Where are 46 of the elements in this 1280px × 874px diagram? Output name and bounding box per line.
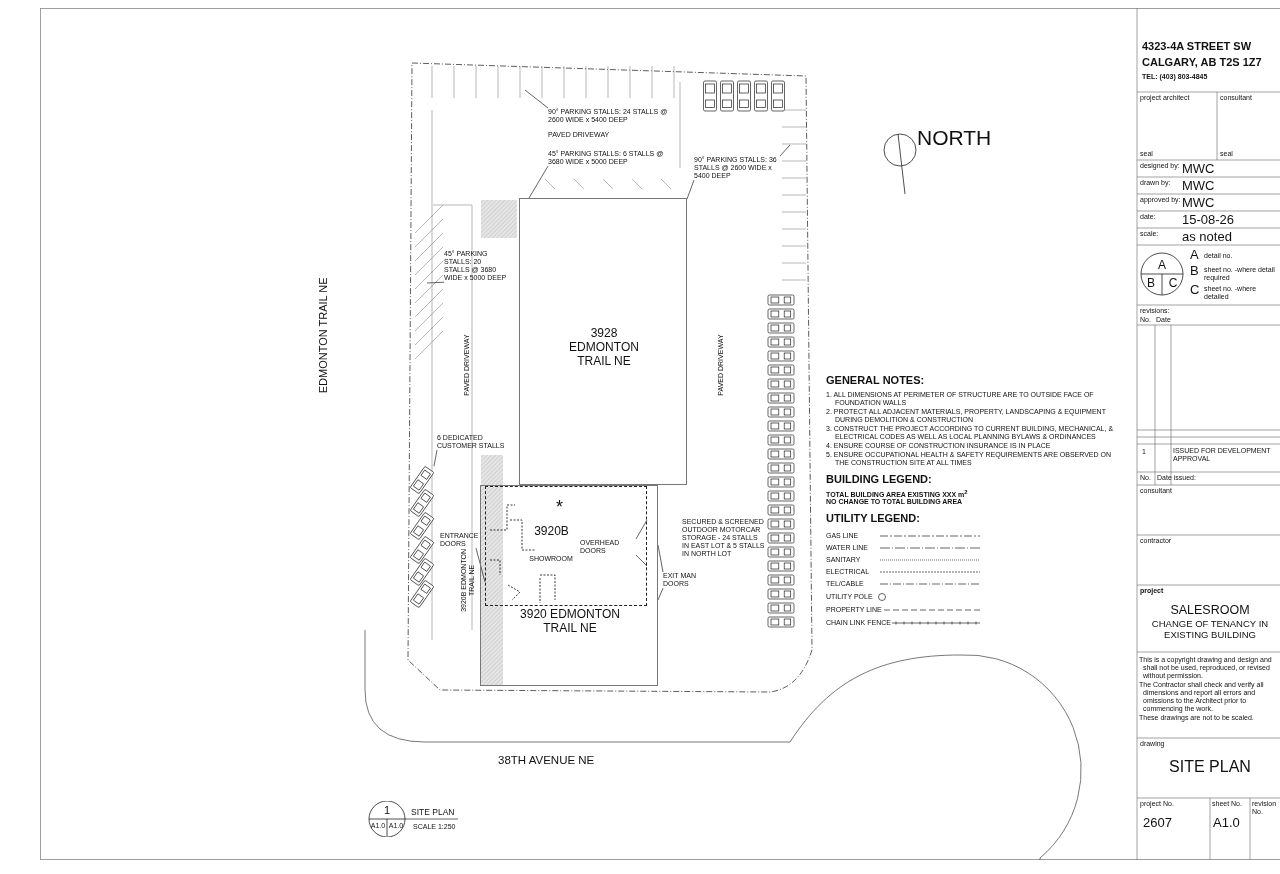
- label: C: [1190, 283, 1201, 298]
- leader-line: [524, 89, 549, 109]
- label: MWC: [1182, 196, 1216, 211]
- label: 2607: [1143, 816, 1173, 831]
- callout-text: B: [1146, 277, 1156, 291]
- section-heading: UTILITY LEGEND:: [826, 512, 921, 525]
- building-label: 3920 EDMONTON TRAIL NE: [519, 608, 621, 636]
- title-text: CHANGE OF TENANCY IN EXISTING BUILDING: [1150, 619, 1270, 641]
- building-label: 3928 EDMONTON TRAIL NE: [568, 327, 640, 369]
- leader-line: [686, 179, 695, 200]
- detail-callout-circle: [1140, 252, 1184, 296]
- label: MWC: [1182, 179, 1216, 194]
- section-heading: BUILDING LEGEND:: [826, 473, 933, 486]
- section-heading: 4323-4A STREET SW: [1142, 40, 1252, 53]
- leader-line: [433, 449, 438, 467]
- label: A1.0: [1213, 816, 1241, 831]
- building-outline: [480, 485, 658, 686]
- leader-line: [657, 587, 664, 601]
- leader-line: [635, 554, 648, 567]
- leader-line: [475, 547, 486, 583]
- parked-cars-drawing: [409, 465, 435, 609]
- label: 38TH AVENUE NE: [498, 754, 596, 768]
- section-heading: GENERAL NOTES:: [826, 374, 926, 387]
- callout-text: C: [1167, 277, 1179, 291]
- building-outline: [519, 198, 687, 485]
- label: *: [556, 497, 564, 518]
- showroom-area: [485, 486, 647, 606]
- label: A: [1190, 248, 1200, 263]
- leader-line: [426, 281, 445, 284]
- leader-line: [635, 519, 648, 540]
- leader-line: [528, 165, 549, 199]
- label: NORTH: [917, 126, 993, 151]
- label: 15-08-26: [1182, 213, 1236, 228]
- street-name: EDMONTON TRAIL NE: [316, 276, 330, 395]
- callout-text: A: [1157, 259, 1167, 273]
- title-text: SITE PLAN: [1168, 758, 1252, 777]
- leader-line: [779, 144, 791, 157]
- label: MWC: [1182, 162, 1216, 177]
- leader-line: [657, 544, 664, 573]
- building-label: 3920B: [533, 525, 570, 539]
- callout-text: 1: [382, 804, 392, 817]
- section-heading: CALGARY, AB T2S 1Z7: [1142, 56, 1263, 69]
- title-text: SALESROOM: [1169, 603, 1251, 618]
- label: as noted: [1182, 230, 1233, 245]
- drawing-title: SITE PLAN: [411, 808, 456, 818]
- label: B: [1190, 264, 1200, 279]
